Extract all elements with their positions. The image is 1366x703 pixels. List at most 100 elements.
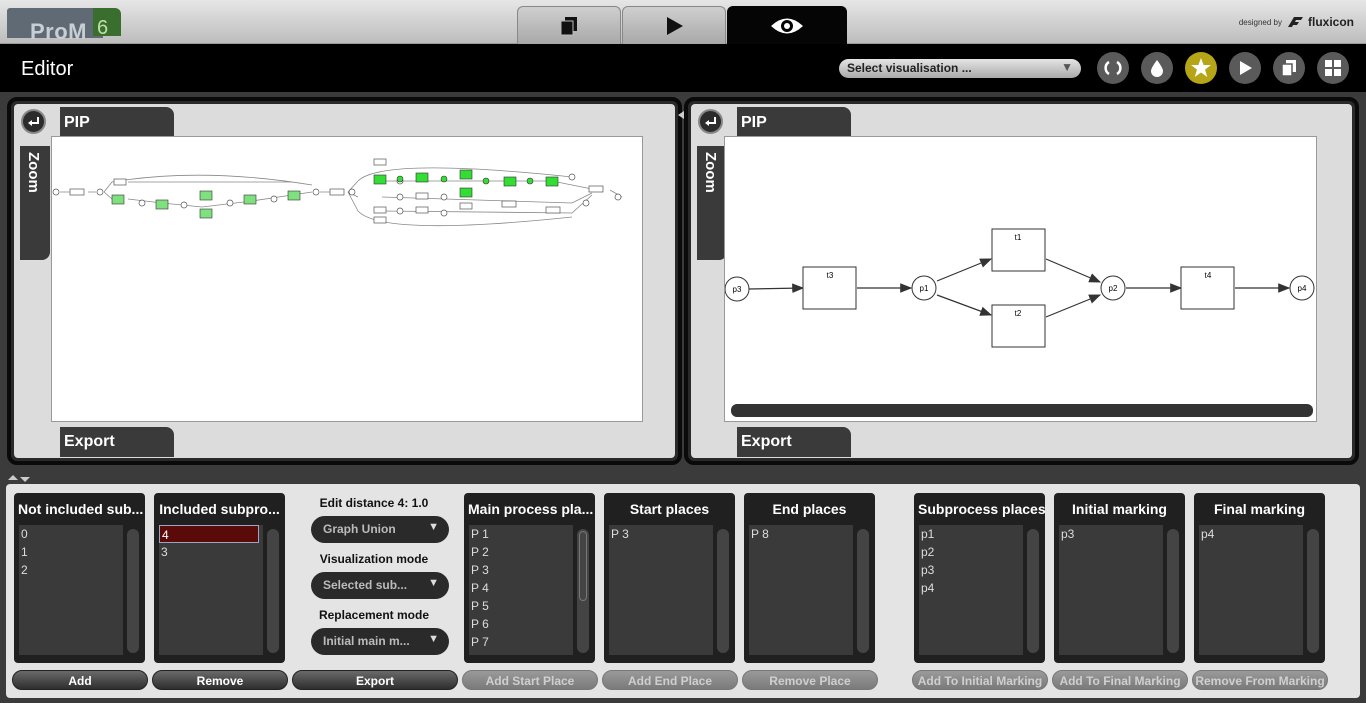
list[interactable]: P 1 P 2 P 3 P 4 P 5 P 6 P 7 P 8 [469,525,573,655]
list-item[interactable]: P 5 [471,599,489,613]
place-p4[interactable] [1289,275,1315,301]
refresh-button[interactable] [1097,52,1129,84]
list-item[interactable]: p2 [921,545,935,559]
list-item[interactable]: P 8 [469,651,573,655]
list-item[interactable]: p4 [1201,527,1215,541]
list-item[interactable]: p3 [1061,527,1075,541]
add-to-final-marking-button[interactable]: Add To Final Marking [1052,670,1188,690]
scrollbar[interactable] [857,529,869,653]
list-item[interactable]: P 8 [751,527,769,541]
drop-button[interactable] [1141,52,1173,84]
collapse-handle[interactable] [677,110,685,126]
list-item-selected[interactable]: 4 [159,525,259,543]
fluxicon-icon [1287,17,1303,27]
play-button[interactable] [1229,52,1261,84]
back-button[interactable] [698,109,723,134]
return-icon [704,116,716,126]
scrollbar[interactable] [1167,529,1179,653]
scrollbar[interactable] [127,529,139,653]
header-bar: Editor Select visualisation ... ▼ [0,44,1366,92]
list-item[interactable]: 0 [21,527,28,541]
add-start-place-button[interactable]: Add Start Place [462,670,598,690]
grid-button[interactable] [1317,52,1349,84]
remove-from-marking-button[interactable]: Remove From Marking [1192,670,1328,690]
list-item[interactable]: P 3 [471,563,489,577]
tab-zoom[interactable]: Zoom [697,146,727,260]
list-item[interactable]: 2 [21,563,28,577]
tab-export[interactable]: Export [60,427,174,457]
edit-distance-label: Edit distance 4: 1.0 [319,496,429,510]
place-p2[interactable] [1100,275,1126,301]
transition-t3[interactable] [802,266,857,310]
back-button[interactable] [21,109,46,134]
transition-t4[interactable] [1180,266,1235,310]
list-item[interactable]: P 2 [471,545,489,559]
transition-t2[interactable] [991,304,1046,348]
list-item[interactable]: P 7 [471,635,489,649]
list-item[interactable]: p3 [921,563,935,577]
scrollbar[interactable] [267,529,279,653]
list[interactable]: P 3 [609,525,713,655]
grid-icon [1325,60,1341,76]
place-p1[interactable] [911,275,937,301]
tab-workspace[interactable] [517,6,621,44]
play-icon [667,16,683,35]
initial-marking-panel: Initial marking p3 [1054,493,1185,663]
tab-view[interactable] [727,6,847,44]
scrollbar[interactable] [1307,529,1319,653]
subprocess-graph-canvas[interactable]: p3 t3 p1 t1 t2 p2 t4 p4 [724,136,1317,422]
list-item[interactable]: 3 [161,545,168,559]
list-item[interactable]: P 6 [471,617,489,631]
main-process-graph [52,158,623,227]
left-graph-view: PIP Zoom [7,97,682,465]
return-icon [27,116,39,126]
remove-place-button[interactable]: Remove Place [742,670,878,690]
top-bar: ProM 6 designed by fluxicon [0,0,1366,44]
horizontal-scrollbar[interactable] [731,404,1313,417]
add-to-initial-marking-button[interactable]: Add To Initial Marking [912,670,1048,690]
graph-union-dropdown[interactable]: Graph Union▼ [311,516,449,543]
list[interactable]: p1 p2 p3 p4 [919,525,1023,655]
remove-button[interactable]: Remove [152,670,288,690]
chevron-down-icon: ▼ [428,521,439,533]
copy-button[interactable] [1273,52,1305,84]
start-places-panel: Start places P 3 [604,493,735,663]
tab-zoom[interactable]: Zoom [20,146,50,260]
transition-t1[interactable] [991,228,1046,272]
list[interactable]: P 8 [749,525,853,655]
tab-pip[interactable]: PIP [60,107,174,136]
bottom-controls: Not included sub... 0 1 2 Included subpr… [0,484,1366,703]
refresh-icon [1104,60,1122,76]
export-button[interactable]: Export [292,670,458,690]
list[interactable]: 4 3 [159,525,263,655]
list[interactable]: p3 [1059,525,1163,655]
list-item[interactable]: p4 [921,581,935,595]
favorite-button[interactable] [1185,52,1217,84]
list-item[interactable]: p1 [921,527,935,541]
tab-pip[interactable]: PIP [737,107,851,136]
place-p3[interactable] [725,276,750,302]
list-item[interactable]: 1 [21,545,28,559]
tab-export[interactable]: Export [737,427,851,457]
list[interactable]: 0 1 2 [19,525,123,655]
add-end-place-button[interactable]: Add End Place [602,670,738,690]
splitter[interactable] [0,474,1366,484]
scrollbar[interactable] [1027,529,1039,653]
replacement-mode-dropdown[interactable]: Initial main m...▼ [311,628,449,655]
drop-icon [1151,60,1163,77]
main-process-places-panel: Main process pla... P 1 P 2 P 3 P 4 P 5 … [464,493,595,663]
transition-label: t4 [1205,271,1212,280]
tab-action[interactable] [622,6,726,44]
list-item[interactable]: P 1 [471,527,489,541]
scrollbar[interactable] [717,529,729,653]
final-marking-panel: Final marking p4 [1194,493,1325,663]
list-item[interactable]: P 4 [471,581,489,595]
process-graph-canvas[interactable] [51,136,643,422]
transition-label: t2 [1015,309,1022,318]
visualization-mode-dropdown[interactable]: Selected sub...▼ [311,572,449,599]
visualisation-select[interactable]: Select visualisation ... ▼ [839,59,1081,78]
scrollbar[interactable] [577,529,589,653]
list[interactable]: p4 [1199,525,1303,655]
add-button[interactable]: Add [12,670,148,690]
list-item[interactable]: P 3 [611,527,629,541]
